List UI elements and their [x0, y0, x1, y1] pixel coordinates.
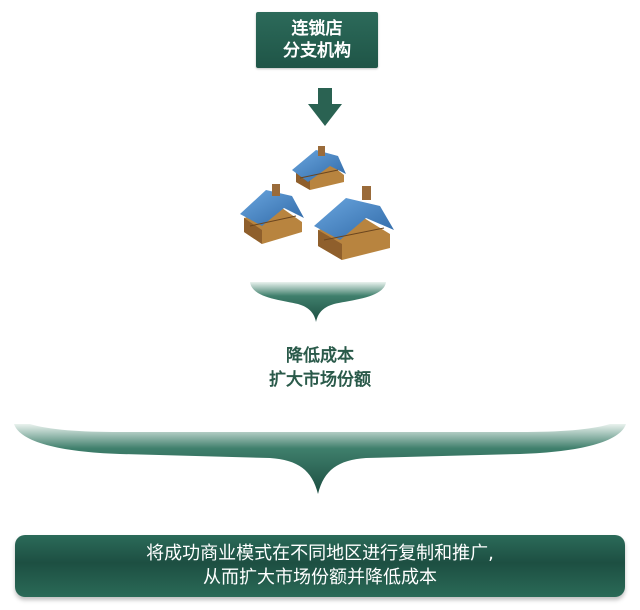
- reduce-cost-label: 降低成本: [286, 346, 354, 366]
- house-icon-top: [292, 146, 346, 190]
- chain-store-box: 连锁店 分支机构: [256, 12, 378, 68]
- house-icon-right: [314, 186, 394, 260]
- large-brace: [14, 424, 626, 494]
- branch-label: 分支机构: [283, 41, 351, 61]
- small-brace: [250, 282, 386, 322]
- summary-line-2: 从而扩大市场份额并降低成本: [203, 567, 437, 588]
- down-arrow-icon: [308, 88, 342, 126]
- house-icon-left: [240, 184, 304, 244]
- summary-bar: 将成功商业模式在不同地区进行复制和推广, 从而扩大市场份额并降低成本: [15, 535, 625, 597]
- expand-share-label: 扩大市场份额: [269, 370, 371, 390]
- chain-store-label: 连锁店: [291, 19, 343, 39]
- benefit-text: 降低成本 扩大市场份额: [200, 344, 440, 392]
- summary-line-1: 将成功商业模式在不同地区进行复制和推广,: [146, 543, 494, 564]
